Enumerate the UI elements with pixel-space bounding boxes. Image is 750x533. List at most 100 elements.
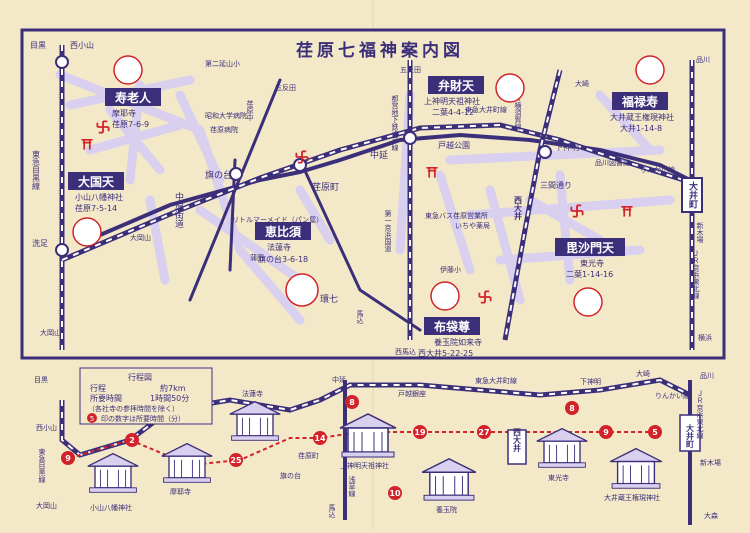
god-hoteison[interactable]: 布袋尊 養玉院如来寺 西大井5-22-25 [418, 281, 492, 358]
daikokuten-figure [72, 217, 102, 247]
label-ebara-hp: 荏原病院 [210, 125, 238, 134]
god-jurojin-address: 荏原7-6-9 [112, 120, 149, 129]
oimachi-station [681, 177, 703, 213]
legend-time-label: 所要時間 [90, 393, 122, 403]
god-fukurokuju-name: 福禄寿 [621, 94, 658, 109]
minute-marker: 19 [414, 428, 426, 437]
god-benzaiten-address: 二葉4-4-12 [432, 107, 474, 117]
minute-markers: 9 2 25 14 8 19 27 10 8 9 5 [61, 395, 662, 500]
label-gotanda-mid: 五反田 [400, 65, 421, 74]
route-label-nishikoyama: 西小山 [36, 423, 57, 432]
label-itoh-elem: 伊藤小 [440, 265, 461, 274]
label-ebara-chu: 荏原中 [246, 100, 254, 122]
god-bishamonten-address: 二葉1-14-16 [566, 269, 613, 279]
route-label-magome: 馬込 [328, 504, 336, 519]
legend-note-sample: 5 [90, 415, 94, 423]
god-jurojin[interactable]: 寿老人 摩耶寺 荏原7-6-9 [96, 55, 161, 134]
label-nishioi: 西大井 [514, 196, 523, 221]
route-label-ebaramachi: 荏原町 [298, 452, 319, 460]
label-tokyu-meguro-line: 東急目黒線 [32, 149, 41, 190]
god-daikokuten[interactable]: 大国天 小山八幡神社 荏原7-5-14 [68, 138, 124, 247]
map-title: 荏原七福神案内図 [296, 40, 464, 61]
label-nishikoyama: 西小山 [70, 40, 94, 50]
god-hoteison-name: 布袋尊 [434, 319, 470, 334]
label-yokosuka-line: ＪＲ横須賀線 [514, 88, 522, 130]
route-legend: 行程図 行程 約7km 所要時間 1時間50分 （各社寺の参拝時間を除く） 5 … [79, 367, 213, 425]
route-diagram [59, 377, 701, 525]
label-keihin-tohoku: ＪＲ京浜東北線 [692, 250, 700, 299]
jurojin-figure [113, 55, 143, 85]
rail-yokosuka [502, 69, 563, 341]
god-fukurokuju-address: 大井1-14-8 [620, 123, 662, 133]
route-label-shinagawa: 品川 [700, 372, 714, 380]
label-ookayama: 大岡山 [130, 233, 151, 242]
label-shinagawa-library: 品川図書館 [595, 158, 630, 167]
label-yokohama: 横浜 [698, 333, 712, 342]
label-little-mermaid: リトルマーメイド（パン屋） [232, 216, 323, 224]
minute-marker: 25 [230, 456, 242, 465]
minute-marker: 2 [129, 436, 135, 445]
label-oosaki: 大崎 [575, 79, 589, 88]
route-label-t-yogyoku: 養玉院 [436, 505, 457, 514]
route-label-nishioi: 西大井 [513, 428, 522, 453]
legend-distance-label: 行程 [90, 383, 106, 393]
legend-title: 行程図 [128, 372, 152, 382]
minute-marker: 9 [65, 454, 71, 463]
god-ebisu-temple: 法蓮寺 [267, 242, 291, 252]
label-showa-univ: 昭和大学病院 [205, 111, 247, 120]
god-bishamonten-temple: 東光寺 [580, 258, 604, 268]
label-shinkiba: 新木場 [696, 221, 704, 244]
route-label-omori: 大森 [704, 511, 718, 520]
route-label-meguro: 目黒 [34, 376, 48, 384]
label-shinagawa: 品川 [696, 56, 710, 64]
label-tokyu-oimachi-line: 東急大井町線 [465, 105, 507, 114]
god-fukurokuju-temple: 大井蔵王権現神社 [610, 112, 674, 122]
god-fukurokuju[interactable]: 福禄寿 大井蔵王権現神社 大井1-14-8 [610, 55, 674, 218]
god-benzaiten-temple: 上神明天祖神社 [424, 96, 480, 106]
label-rinkai-line: りんかい線 [640, 165, 675, 174]
god-jurojin-name: 寿老人 [115, 90, 152, 105]
route-label-tokyu-meguro-line: 東急目黒線 [38, 447, 46, 483]
route-label-asakusa-line: 浅草線 [348, 475, 356, 497]
label-iciya: いちや薬局 [455, 221, 490, 230]
legend-time-value: 1時間50分 [150, 394, 189, 403]
route-label-t-koyama: 小山八幡神社 [90, 503, 132, 512]
legend-note-2: 印の数字は所要時間（分） [101, 414, 185, 423]
minute-marker: 8 [349, 398, 355, 407]
minute-marker: 5 [652, 428, 658, 437]
label-daini-enzan: 第二延山小 [205, 59, 240, 68]
road-network [55, 70, 675, 325]
route-label-tokyu-oimachi-line: 東急大井町線 [475, 376, 517, 385]
minute-marker: 10 [389, 489, 401, 498]
fukurokuju-figure [635, 55, 665, 85]
label-meguro: 目黒 [30, 41, 46, 50]
benzaiten-figure [495, 73, 525, 103]
bishamonten-figure [573, 287, 603, 317]
god-ebisu[interactable]: 恵比須 法蓮寺 旗の台3-6-18 [255, 150, 319, 307]
route-label-t-zao: 大井蔵王権現神社 [604, 493, 660, 502]
label-hatanodai: 旗の台 [205, 169, 232, 181]
route-label-t-kamishinmei: 上神明天祖神社 [340, 461, 389, 470]
route-label-shimoshinmei: 下神明 [580, 377, 601, 386]
label-ebaramachi: 荏原町 [312, 182, 339, 193]
label-sanmon-dori: 三間通り [540, 180, 572, 190]
label-senzoku: 洗足 [32, 238, 48, 248]
minute-marker: 14 [314, 434, 326, 443]
god-benzaiten-name: 弁財天 [438, 78, 475, 93]
route-label-hatanodai: 旗の台 [280, 471, 301, 480]
god-ebisu-address: 旗の台3-6-18 [258, 254, 308, 264]
god-bishamonten-name: 毘沙門天 [566, 241, 615, 255]
label-shimoshinmei: 下神明 [555, 142, 579, 152]
route-label-t-horen: 法蓮寺 [242, 389, 263, 398]
label-nakahara-kaido: 中原街道 [173, 191, 184, 229]
minute-marker: 9 [603, 428, 609, 437]
legend-distance-value: 約7km [160, 383, 186, 393]
label-kamata: 蒲田 [250, 253, 264, 262]
god-daikokuten-temple: 小山八幡神社 [75, 192, 123, 202]
legend-note-1: （各社寺の参拝時間を除く） [88, 404, 179, 413]
god-benzaiten[interactable]: 弁財天 上神明天祖神社 二葉4-4-12 [424, 73, 525, 179]
god-bishamonten[interactable]: 毘沙門天 東光寺 二葉1-14-16 [555, 204, 625, 317]
label-toei-asakusa: 都営地下鉄浅草線 [391, 95, 399, 151]
